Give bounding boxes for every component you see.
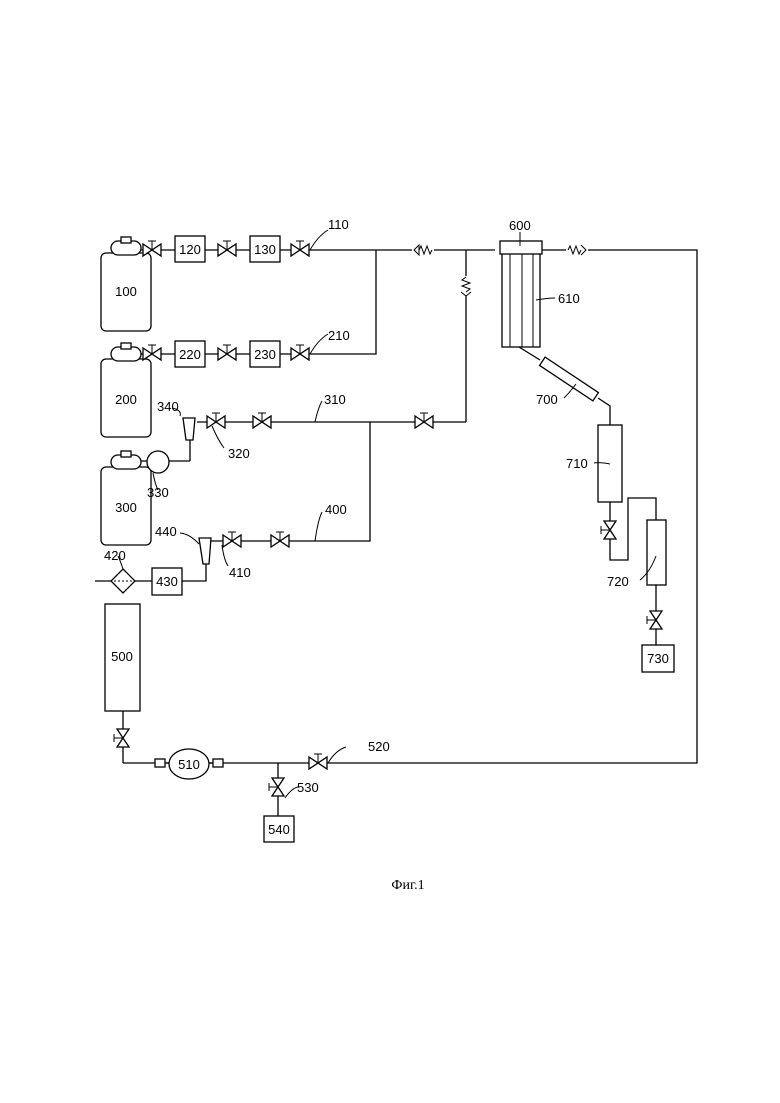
figure-caption: Фиг.1 xyxy=(391,878,424,893)
label-730: 730 xyxy=(647,651,669,666)
label-210: 210 xyxy=(328,328,350,343)
label-720: 720 xyxy=(607,574,629,589)
valve-110 xyxy=(291,241,309,256)
flowmeter-440 xyxy=(199,538,211,564)
valve-400 xyxy=(271,532,289,547)
label-520: 520 xyxy=(368,739,390,754)
valve-710 xyxy=(601,521,616,539)
valve-530 xyxy=(269,778,284,796)
valve-520 xyxy=(309,754,327,769)
valve-100b xyxy=(218,241,236,256)
label-610: 610 xyxy=(558,291,580,306)
gauge-330 xyxy=(147,451,169,473)
cylinder-300 xyxy=(101,451,151,545)
label-410: 410 xyxy=(229,565,251,580)
label-120: 120 xyxy=(179,242,201,257)
valve-200b xyxy=(218,345,236,360)
label-310: 310 xyxy=(324,392,346,407)
label-400: 400 xyxy=(325,502,347,517)
label-100: 100 xyxy=(115,284,137,299)
label-220: 220 xyxy=(179,347,201,362)
check-valve-vertical xyxy=(460,276,472,296)
valve-210 xyxy=(291,345,309,360)
label-200: 200 xyxy=(115,392,137,407)
reactor-600 xyxy=(500,241,542,347)
label-420: 420 xyxy=(104,548,126,563)
label-300: 300 xyxy=(115,500,137,515)
valve-200a xyxy=(143,345,161,360)
valve-720 xyxy=(647,611,662,629)
leader-lines xyxy=(118,230,656,798)
label-340: 340 xyxy=(157,399,179,414)
valve-310b xyxy=(415,413,433,428)
label-540: 540 xyxy=(268,822,290,837)
label-110: 110 xyxy=(328,217,349,232)
label-440: 440 xyxy=(155,524,177,539)
label-600: 600 xyxy=(509,218,531,233)
label-710: 710 xyxy=(566,456,588,471)
valve-320 xyxy=(207,413,225,428)
label-130: 130 xyxy=(254,242,276,257)
label-430: 430 xyxy=(156,574,178,589)
label-700: 700 xyxy=(536,392,558,407)
label-510: 510 xyxy=(178,757,200,772)
check-valve-outlet xyxy=(566,244,588,256)
filter-420 xyxy=(111,569,135,593)
valve-410 xyxy=(223,532,241,547)
label-530: 530 xyxy=(297,780,319,795)
label-500: 500 xyxy=(111,649,133,664)
label-330: 330 xyxy=(147,485,169,500)
column-720 xyxy=(647,520,666,585)
flowmeter-340 xyxy=(183,418,195,440)
label-320: 320 xyxy=(228,446,250,461)
valve-500 xyxy=(114,729,129,747)
check-valve-main xyxy=(412,244,434,256)
valve-310a xyxy=(253,413,271,428)
valve-100a xyxy=(143,241,161,256)
label-230: 230 xyxy=(254,347,276,362)
